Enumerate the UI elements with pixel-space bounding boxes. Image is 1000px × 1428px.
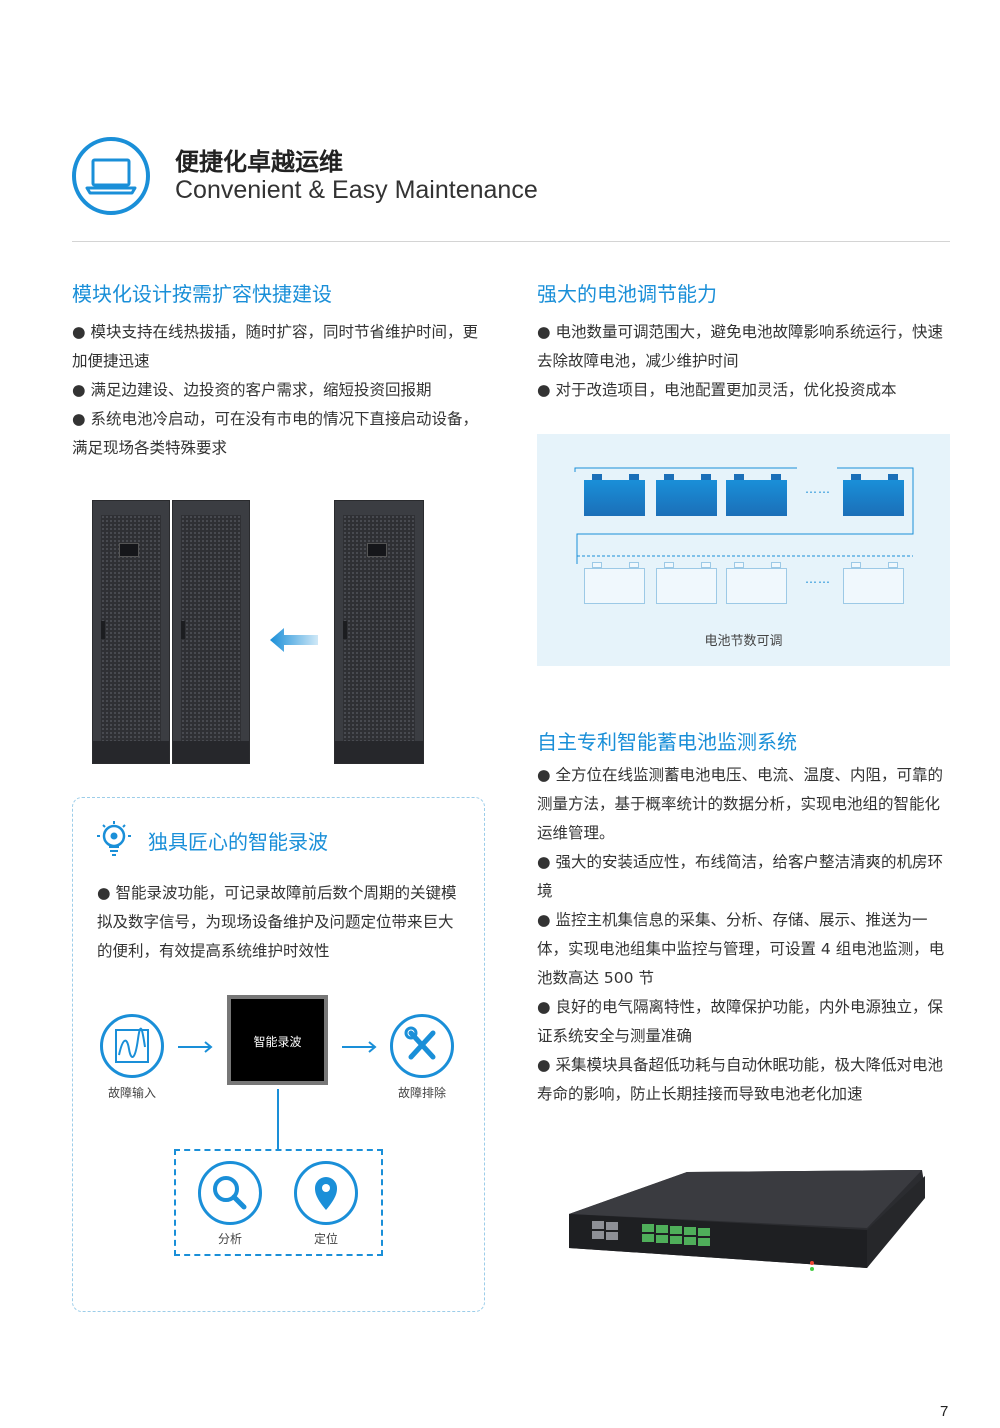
battery-bullets: ● 电池数量可调范围大，避免电池故障影响系统运行，快速去除故障电池，减少维护时间… — [537, 318, 952, 405]
battery-wiring — [574, 467, 914, 564]
smart-wave-core-box: 智能录波 — [227, 995, 328, 1085]
monitor-bullet-4: ● 良好的电气隔离特性，故障保护功能，内外电源独立，保证系统安全与测量准确 — [537, 998, 943, 1045]
modular-bullet-3: ● 系统电池冷启动，可在没有市电的情况下直接启动设备，满足现场各类特殊要求 — [72, 410, 478, 457]
fault-clear-icon-circle — [390, 1014, 454, 1078]
monitor-bullet-5: ● 采集模块具备超低功耗与自动休眠功能，极大降低对电池寿命的影响，防止长期挂接而… — [537, 1056, 943, 1103]
battery-cell-1 — [584, 480, 645, 516]
battery-cell-outline-4 — [843, 568, 904, 604]
analyze-label: 分析 — [218, 1232, 243, 1246]
battery-cell-3 — [726, 480, 787, 516]
locate-label: 定位 — [314, 1232, 339, 1246]
modular-bullet-2: ● 满足边建设、边投资的客户需求，缩短投资回报期 — [72, 381, 432, 399]
monitor-bullet-2: ● 强大的安装适应性，布线简洁，给客户整洁清爽的机房环境 — [537, 853, 943, 900]
battery-cell-outline-2 — [656, 568, 717, 604]
battery-ellipsis-bottom: …… — [805, 572, 831, 586]
battery-heading: 强大的电池调节能力 — [537, 282, 717, 306]
location-pin-icon — [315, 1177, 337, 1210]
laptop-icon — [85, 158, 137, 195]
battery-cell-2 — [656, 480, 717, 516]
analyze-icon-circle — [198, 1161, 262, 1225]
wave-heading: 独具匠心的智能录波 — [148, 830, 328, 854]
arrow-left-icon — [270, 628, 318, 652]
magnifier-icon — [213, 1176, 247, 1210]
battery-bullet-2: ● 对于改造项目，电池配置更加灵活，优化投资成本 — [537, 381, 897, 399]
modular-bullet-1: ● 模块支持在线热拔插，随时扩容，同时节省维护时间，更加便捷迅速 — [72, 323, 478, 370]
battery-cell-outline-1 — [584, 568, 645, 604]
waveform-chart-icon — [115, 1027, 149, 1063]
battery-cell-4 — [843, 480, 904, 516]
page-title-cn: 便捷化卓越运维 — [175, 148, 343, 176]
battery-bullet-1: ● 电池数量可调范围大，避免电池故障影响系统运行，快速去除故障电池，减少维护时间 — [537, 323, 943, 370]
ups-cabinet-pair-image — [92, 500, 252, 764]
battery-diagram: …… …… 电池节数可调 — [537, 434, 950, 666]
locate-icon-circle — [294, 1161, 358, 1225]
battery-ellipsis-top: …… — [805, 482, 831, 496]
battery-monitor-host-image — [569, 1170, 925, 1271]
lightbulb-gear-icon — [97, 821, 131, 856]
fault-clear-label: 故障排除 — [398, 1086, 447, 1100]
monitor-bullet-1: ● 全方位在线监测蓄电池电压、电流、温度、内阻，可靠的测量方法，基于概率统计的数… — [537, 766, 943, 842]
page-title-en: Convenient & Easy Maintenance — [175, 176, 538, 204]
page-number: 7 — [940, 1403, 949, 1420]
arrow-right-icon — [178, 1041, 213, 1053]
header-icon-circle — [72, 137, 150, 215]
header-divider — [72, 241, 950, 242]
connector-line — [277, 1089, 279, 1149]
monitor-bullets: ● 全方位在线监测蓄电池电压、电流、温度、内阻，可靠的测量方法，基于概率统计的数… — [537, 761, 952, 1109]
fault-input-label: 故障输入 — [108, 1086, 157, 1100]
smart-wave-core-label: 智能录波 — [253, 1035, 302, 1049]
cabinet-left — [92, 500, 170, 764]
arrow-right-icon — [342, 1041, 377, 1053]
battery-cell-outline-3 — [726, 568, 787, 604]
cabinet-single — [334, 500, 424, 764]
modular-bullets: ● 模块支持在线热拔插，随时扩容，同时节省维护时间，更加便捷迅速 ● 满足边建设… — [72, 318, 487, 463]
cabinet-right — [172, 500, 250, 764]
analysis-group-box — [174, 1149, 383, 1256]
monitor-heading: 自主专利智能蓄电池监测系统 — [537, 730, 797, 754]
modular-heading: 模块化设计按需扩容快捷建设 — [72, 282, 332, 306]
smart-wave-panel — [72, 797, 485, 1312]
battery-diagram-caption: 电池节数可调 — [704, 634, 783, 649]
tools-wrench-screwdriver-icon — [404, 1026, 436, 1060]
wave-description: ● 智能录波功能，可记录故障前后数个周期的关键模拟及数字信号，为现场设备维护及问… — [97, 884, 457, 960]
monitor-bullet-3: ● 监控主机集信息的采集、分析、存储、展示、推送为一体，实现电池组集中监控与管理… — [537, 911, 945, 987]
fault-input-icon-circle — [100, 1014, 164, 1078]
